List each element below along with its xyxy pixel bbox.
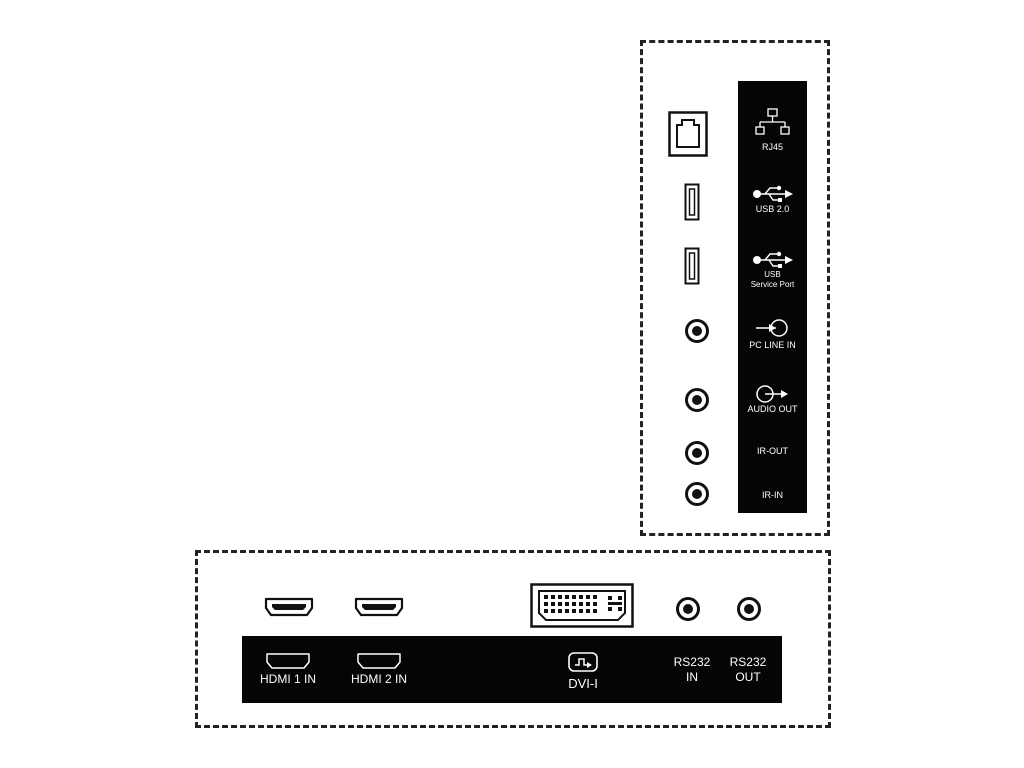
hdmi-2-label: HDMI 2 IN xyxy=(350,672,407,686)
line-in-icon xyxy=(755,318,789,338)
side-connector-panel xyxy=(640,40,830,536)
rs232-out-label-line2: OUT xyxy=(735,670,761,684)
audio-out-icon xyxy=(755,384,789,404)
rs232-out-jack xyxy=(736,596,762,622)
ir-in-jack xyxy=(684,481,710,507)
hdmi-icon xyxy=(265,652,311,670)
usb-service-port xyxy=(684,247,700,285)
audio-out-label: AUDIO OUT xyxy=(747,404,798,414)
dvi-i-label: DVI-I xyxy=(568,676,598,691)
ir-out-jack xyxy=(684,440,710,466)
dvi-icon xyxy=(567,651,599,675)
bottom-label-strip: HDMI 1 IN HDMI 2 IN DVI-I RS232 IN RS232… xyxy=(242,636,782,703)
usb-service-label-line1: USB xyxy=(764,270,781,279)
hdmi-1-label: HDMI 1 IN xyxy=(259,672,316,686)
pc-line-in-jack xyxy=(684,318,710,344)
rs232-in-jack xyxy=(675,596,701,622)
rs232-out-label-line1: RS232 xyxy=(729,655,767,669)
bottom-connector-panel xyxy=(195,550,831,728)
rj45-label: RJ45 xyxy=(761,142,783,152)
hdmi-2-icon xyxy=(356,652,402,670)
usb-service-label-line2: Service Port xyxy=(750,280,795,289)
usb-2-port xyxy=(684,183,700,221)
dvi-i-port xyxy=(530,583,634,628)
rj45-port xyxy=(668,111,708,157)
network-icon xyxy=(754,108,791,140)
side-label-strip: RJ45 USB 2.0 USB Service Port xyxy=(738,81,807,513)
rs232-in-label-line2: IN xyxy=(686,670,698,684)
audio-out-jack xyxy=(684,387,710,413)
rs232-in-label-line1: RS232 xyxy=(673,655,711,669)
usb-2-label: USB 2.0 xyxy=(755,204,790,214)
usb-icon xyxy=(752,185,794,203)
ir-in-label: IR-IN xyxy=(762,490,783,500)
usb-service-icon xyxy=(752,251,794,269)
hdmi-2-port xyxy=(354,597,404,617)
pc-line-in-label: PC LINE IN xyxy=(749,340,796,350)
hdmi-1-port xyxy=(264,597,314,617)
ir-out-label: IR-OUT xyxy=(757,446,788,456)
